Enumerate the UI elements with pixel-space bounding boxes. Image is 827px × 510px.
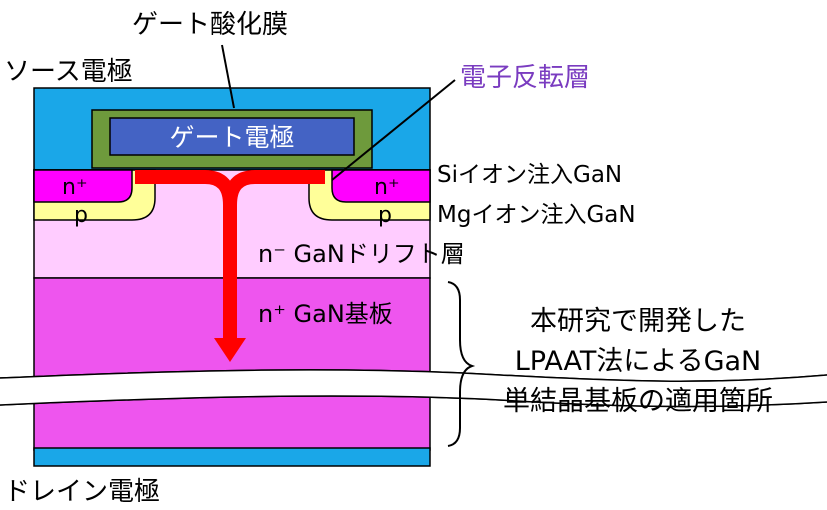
gate-oxide-label: ゲート酸化膜 xyxy=(132,10,288,40)
gate-electrode-label: ゲート電極 xyxy=(169,123,294,152)
n-plus-right-label: n⁺ xyxy=(374,175,400,200)
p-left-label: p xyxy=(74,203,88,228)
drain-electrode-region xyxy=(33,447,431,467)
mg-implant-label: Mgイオン注入GaN xyxy=(437,202,636,228)
drain-electrode-label: ドレイン電極 xyxy=(4,477,160,507)
inversion-layer-pointer xyxy=(331,79,456,181)
current-flow-arrow xyxy=(135,170,325,362)
substrate-label: n⁺ GaN基板 xyxy=(258,300,393,328)
si-implant-label: Siイオン注入GaN xyxy=(437,162,622,188)
n-plus-source-right xyxy=(331,169,431,203)
gate-electrode-region xyxy=(109,117,355,156)
device-lower-section xyxy=(33,395,431,467)
substrate-bracket xyxy=(447,281,476,447)
n-plus-source-left xyxy=(33,169,133,203)
lpaat-caption-line2: LPAAT法によるGaN xyxy=(515,346,762,377)
device-upper-section xyxy=(33,87,431,382)
lpaat-caption-line1: 本研究で開発した xyxy=(530,306,746,337)
electron-inversion-layer-label: 電子反転層 xyxy=(460,63,590,93)
gate-oxide-pointer xyxy=(221,44,235,109)
source-electrode-label: ソース電極 xyxy=(4,57,133,87)
drift-layer-label: n⁻ GaNドリフト層 xyxy=(258,240,465,268)
n-plus-left-label: n⁺ xyxy=(62,175,88,200)
substrate-region-lower xyxy=(33,395,431,451)
p-right-label: p xyxy=(378,203,392,228)
lpaat-caption-line3: 単結晶基板の適用箇所 xyxy=(503,386,773,417)
